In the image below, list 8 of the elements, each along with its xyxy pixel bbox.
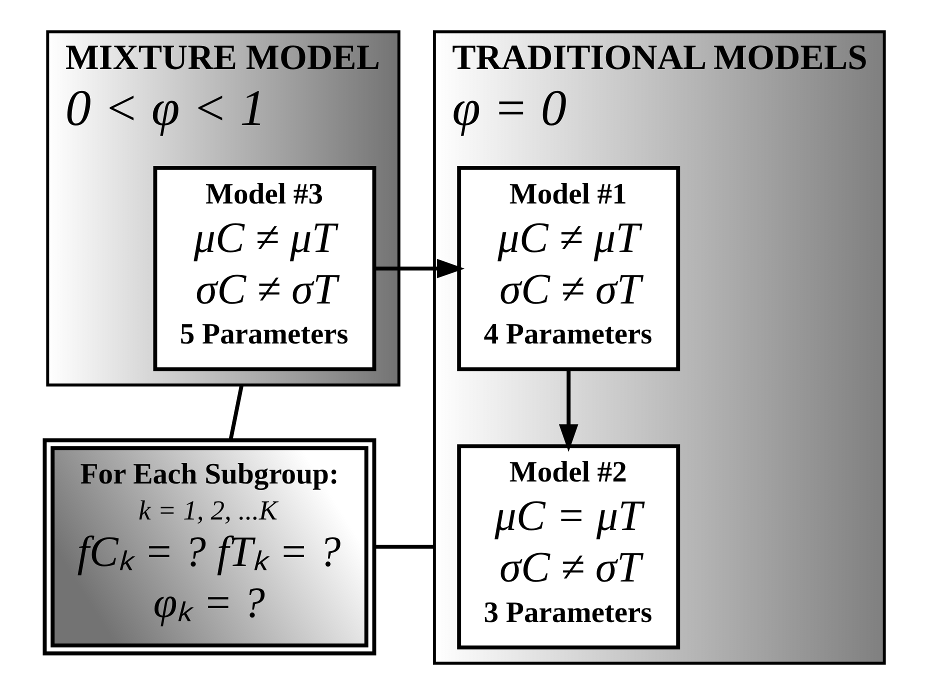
connector — [374, 544, 434, 549]
node-box: Model #1 μC ≠ μT σC ≠ σT 4 Parameters — [457, 166, 680, 372]
node-box: Model #3 μC ≠ μT σC ≠ σT 5 Parameters — [153, 166, 376, 372]
arrow — [374, 258, 465, 278]
connector — [228, 384, 244, 440]
node-box: Model #2 μC = μT σC ≠ σT 3 Parameters — [457, 444, 680, 650]
arrow — [558, 370, 578, 452]
node-box: For Each Subgroup: k = 1, 2, ...K fCₖ = ? fTₖ = ? φₖ = ? — [42, 438, 376, 656]
